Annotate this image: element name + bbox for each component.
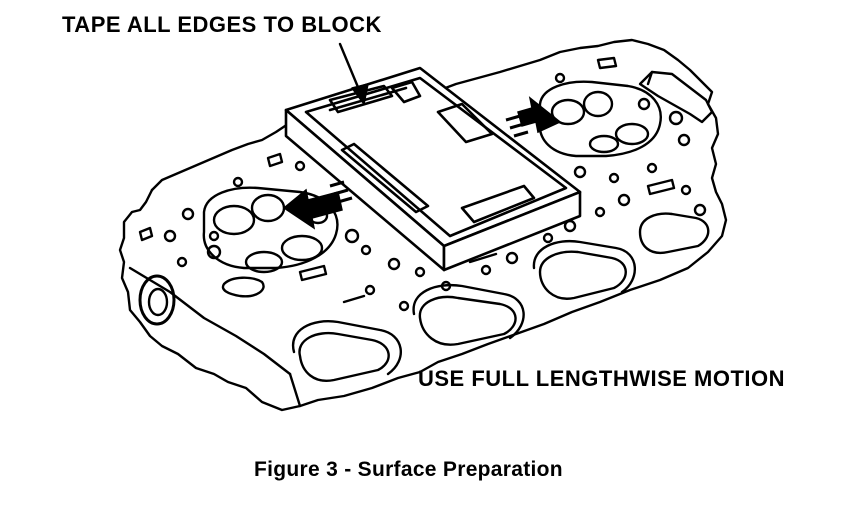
- tape-block: [284, 66, 582, 272]
- head-surface-details: [138, 152, 631, 312]
- left-chamber: [202, 176, 372, 298]
- motion-callout: USE FULL LENGTHWISE MOTION: [418, 366, 786, 391]
- callout-arrow: [338, 42, 369, 105]
- intake-ports: [291, 212, 710, 382]
- figure-caption: Figure 3 - Surface Preparation: [254, 458, 563, 481]
- motion-arrow-left: [282, 180, 353, 230]
- motion-arrow-right: [505, 96, 562, 138]
- tape-edges-callout: TAPE ALL EDGES TO BLOCK: [62, 12, 382, 37]
- right-chamber: [538, 56, 707, 217]
- cylinder-head-outline: [118, 38, 728, 412]
